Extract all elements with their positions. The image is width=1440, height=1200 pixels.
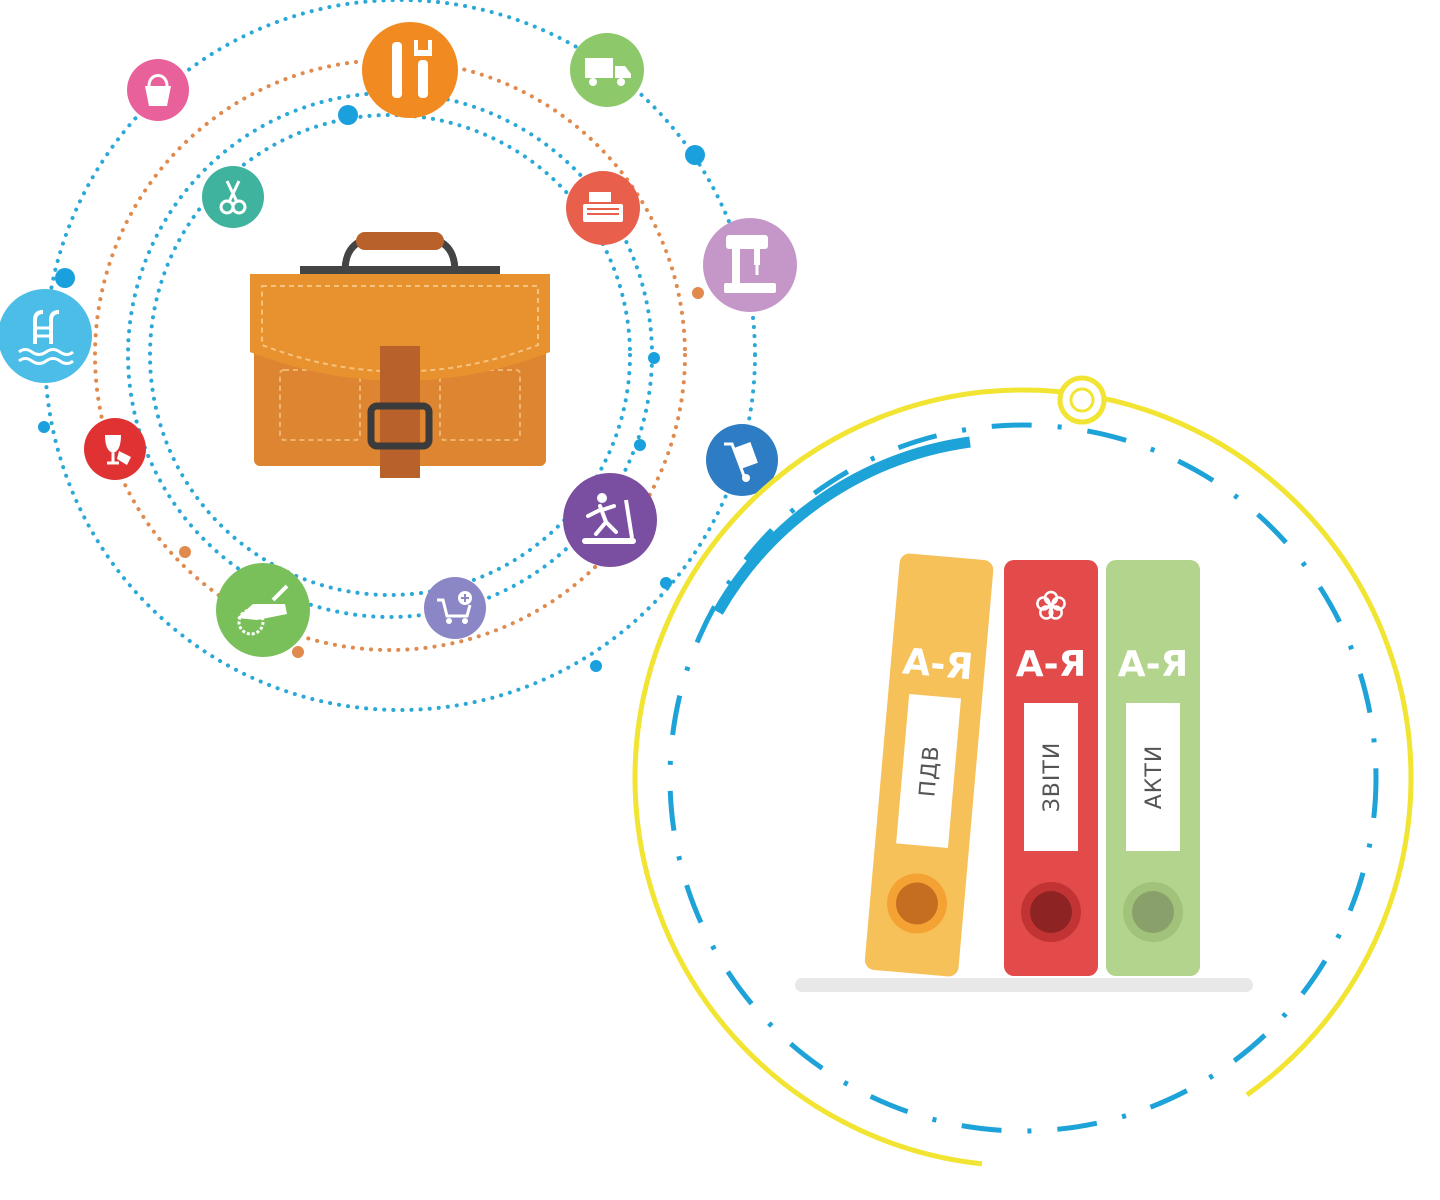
tools-icon: [362, 22, 458, 118]
binder-label: ПДВ: [915, 744, 944, 798]
orbit-dot: [292, 646, 304, 658]
binder-label-card: [896, 694, 962, 848]
wine-glass-icon: [84, 418, 146, 480]
orbit-dot: [179, 546, 191, 558]
binder-ring-inner: [1030, 891, 1072, 933]
orbit-dot: [590, 660, 602, 672]
orbit-dots: [38, 105, 705, 672]
orbit-dot: [634, 439, 646, 451]
binder-letters: А-Я: [901, 641, 975, 688]
orbit-dot: [660, 577, 672, 589]
briefcase-buckle: [367, 402, 433, 450]
binder-ring-inner: [1132, 891, 1174, 933]
saw-icon: [216, 563, 310, 657]
orbit-dot: [38, 421, 50, 433]
outer-blue-orbit: [43, 0, 757, 712]
orbit-dot: [685, 145, 705, 165]
briefcase-flap: [250, 274, 550, 381]
middle-orange-orbit: [93, 58, 687, 652]
drill-press-icon: [703, 218, 797, 312]
orbit-dot: [55, 268, 75, 288]
binder-label: ЗВІТИ: [1040, 742, 1065, 813]
briefcase-handle-grip: [356, 232, 444, 250]
truck-icon: [570, 33, 644, 107]
blue-arc: [713, 436, 971, 615]
yellow-ring: [632, 387, 1414, 1169]
pool-ladder-icon: [0, 289, 92, 383]
briefcase-strap-bar: [300, 266, 500, 274]
binder-letters: А-Я: [1118, 644, 1189, 685]
orbit-dot: [692, 287, 704, 299]
binders-scene: А-Я ПДВ А-Я ЗВІТИ А-: [632, 375, 1414, 1169]
inner-blue-orbit-a: [148, 113, 632, 597]
cart-plus-icon: [424, 577, 486, 639]
cash-register-icon: [566, 171, 640, 245]
orbit-dot: [338, 105, 358, 125]
binder-3: А-Я АКТИ: [1106, 560, 1200, 976]
yellow-ring-knob-outer: [1057, 375, 1107, 425]
treadmill-icon: [563, 473, 657, 567]
binder-letters: А-Я: [1016, 644, 1087, 685]
shelf: [795, 978, 1253, 992]
orbit-dot: [648, 352, 660, 364]
binder-label-card: [1024, 703, 1078, 851]
binder-label: АКТИ: [1142, 745, 1167, 810]
binder-1: А-Я ПДВ: [864, 553, 994, 977]
briefcase-strap: [380, 346, 420, 478]
binder-ring-inner: [895, 882, 938, 925]
briefcase: [250, 232, 550, 478]
bucket-icon: [127, 59, 189, 121]
binder-2: А-Я ЗВІТИ: [1004, 560, 1098, 976]
scissors-icon: [202, 166, 264, 228]
blue-dashed-ring: [667, 422, 1379, 1134]
hand-truck-icon: [706, 424, 778, 496]
orbit-icons: [0, 22, 797, 657]
flower-icon: [1036, 590, 1066, 620]
binder-label-card: [1126, 703, 1180, 851]
yellow-ring-knob-inner: [1069, 387, 1095, 413]
